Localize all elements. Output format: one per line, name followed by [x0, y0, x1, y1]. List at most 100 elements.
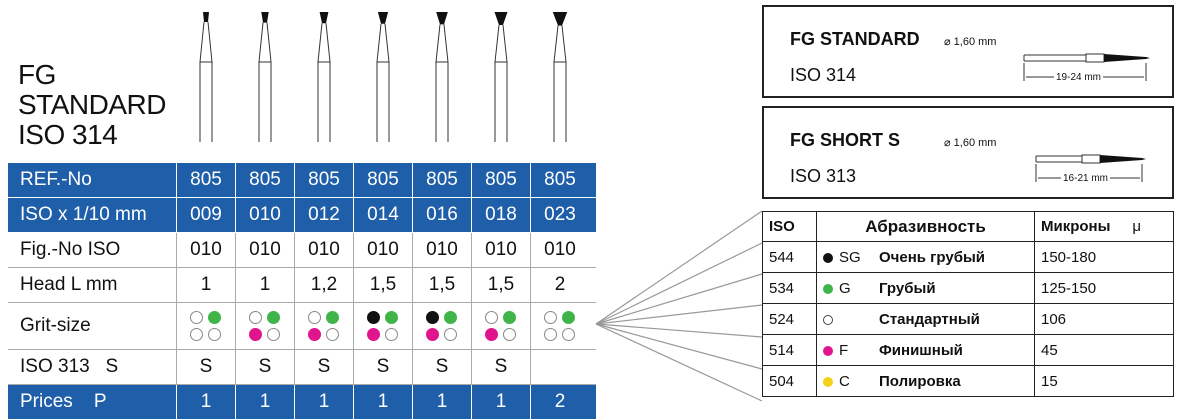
- grit-table-row: 514 F Финишный 45: [762, 334, 1174, 366]
- table-cell: 2: [530, 385, 589, 419]
- iso-cell: 544: [762, 241, 817, 273]
- grit-dot-green: [326, 310, 339, 324]
- grit-name: Финишный: [879, 341, 963, 359]
- microns-cell: 45: [1034, 334, 1174, 366]
- grit-cell: [530, 303, 589, 349]
- row-label: ISO x 1/10 mm: [20, 204, 147, 225]
- box-title: FG SHORT S: [790, 130, 901, 150]
- bur-part: [199, 21, 213, 63]
- table-cell: 010: [235, 198, 294, 232]
- grit-dot-empty: [544, 327, 557, 341]
- grit-cell: [235, 303, 294, 349]
- table-cell: 010: [176, 233, 235, 267]
- abrasive-header: Абразивность: [816, 211, 1035, 242]
- grit-dot-empty: [485, 310, 498, 324]
- grit-cell: [471, 303, 530, 349]
- grit-dot-empty: [385, 327, 398, 341]
- table-cell: S: [294, 350, 353, 384]
- bur-illustrations: [199, 12, 763, 402]
- microns-cell: 125-150: [1034, 272, 1174, 304]
- grit-cell: [353, 303, 412, 349]
- table-cell: 010: [530, 233, 589, 267]
- microns-cell: 106: [1034, 303, 1174, 335]
- table-cell: 805: [235, 163, 294, 197]
- table-cell: 010: [412, 233, 471, 267]
- table-cell: 1: [353, 385, 412, 419]
- grit-dot-black: [426, 310, 439, 324]
- table-cell: 805: [530, 163, 589, 197]
- connector-line: [595, 242, 763, 325]
- table-cell: 1: [235, 385, 294, 419]
- grit-dot-green: [444, 310, 457, 324]
- bur-part: [494, 24, 508, 63]
- abrasive-cell: F Финишный: [816, 334, 1035, 366]
- grit-cell: [412, 303, 471, 349]
- grit-dot-empty: [503, 327, 516, 341]
- grit-empty-dot: [823, 314, 833, 325]
- table-cell: 010: [294, 233, 353, 267]
- grit-name: Полировка: [879, 372, 961, 390]
- microns-cell: 15: [1034, 365, 1174, 397]
- table-cell: 014: [353, 198, 412, 232]
- bur-part: [436, 12, 448, 25]
- bur-length-diagram: [1035, 154, 1146, 182]
- product-title: FG STANDARD ISO 314: [18, 60, 166, 150]
- grit-green-dot: [823, 283, 833, 294]
- grit-dot-black: [367, 310, 380, 324]
- iso-label: ISO 314: [790, 65, 857, 85]
- bur-length-diagram: [1023, 53, 1150, 81]
- grit-dot-empty: [326, 327, 339, 341]
- table-cell: 1: [176, 268, 235, 302]
- bur-part: [552, 12, 568, 26]
- fg-short-box: FG SHORT S ⌀ 1,60 mm ISO 313 16-21 mm: [762, 106, 1174, 199]
- grit-magenta-dot: [823, 345, 833, 356]
- connector-line: [595, 323, 763, 370]
- table-cell: 1,2: [294, 268, 353, 302]
- title-line-2: STANDARD: [18, 89, 166, 120]
- bur-part: [435, 24, 449, 63]
- bur-part: [258, 22, 272, 63]
- grit-yellow-dot: [823, 376, 833, 387]
- grit-name: Очень грубый: [879, 248, 986, 266]
- table-cell: 010: [235, 233, 294, 267]
- grit-dot-empty: [208, 327, 221, 341]
- row-label: Prices P: [20, 391, 107, 412]
- iso-label: ISO 313: [790, 166, 857, 186]
- table-cell: 805: [412, 163, 471, 197]
- table-cell: 805: [471, 163, 530, 197]
- grit-dot-empty: [190, 310, 203, 324]
- table-cell: 1: [294, 385, 353, 419]
- grit-dot-magenta: [249, 327, 262, 341]
- row-label: REF.-No: [20, 169, 92, 190]
- table-cell: S: [353, 350, 412, 384]
- table-cell: 1,5: [412, 268, 471, 302]
- table-cell: 1: [412, 385, 471, 419]
- table-cell: 1: [471, 385, 530, 419]
- table-cell: 1: [176, 385, 235, 419]
- row-label: Head L mm: [20, 274, 118, 295]
- connector-line: [595, 273, 763, 325]
- diameter-label: ⌀ 1,60 mm: [944, 36, 997, 48]
- iso-cell: 534: [762, 272, 817, 304]
- grit-code: F: [839, 341, 849, 359]
- bur-part: [261, 12, 269, 23]
- table-cell: 805: [176, 163, 235, 197]
- grit-cell: [176, 303, 235, 349]
- microns-cell: 150-180: [1034, 241, 1174, 273]
- iso-cell: 514: [762, 334, 817, 366]
- row-label: Fig.-No ISO: [20, 239, 121, 260]
- mu-symbol: μ: [1132, 218, 1142, 235]
- grit-dot-green: [562, 310, 575, 324]
- iso-header: ISO: [762, 211, 817, 242]
- table-cell: 1,5: [471, 268, 530, 302]
